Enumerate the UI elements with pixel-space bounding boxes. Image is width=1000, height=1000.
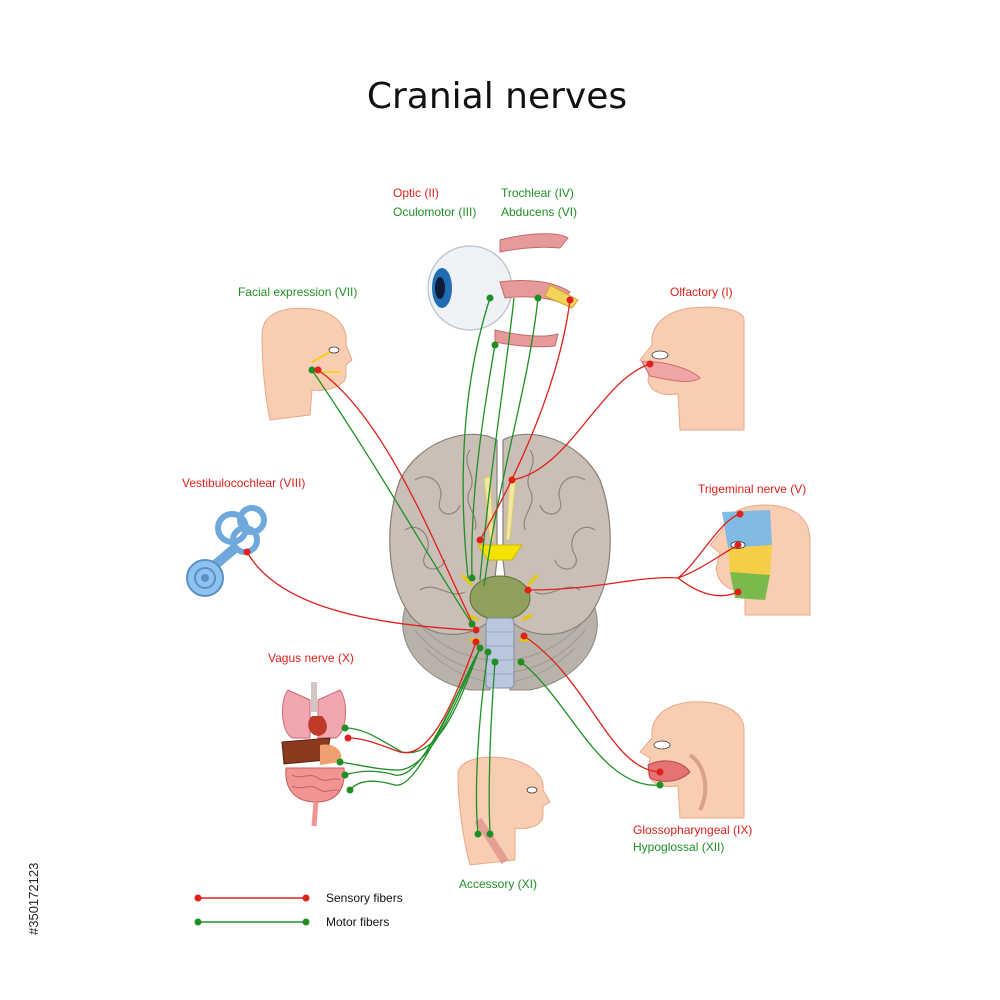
label-optic: Optic (II): [393, 186, 439, 200]
label-accessory: Accessory (XI): [459, 877, 537, 891]
pons: [469, 575, 531, 621]
legend: Sensory fibers Motor fibers: [194, 891, 403, 929]
label-trochlear: Trochlear (IV): [501, 186, 574, 200]
organs-illustration: [281, 682, 346, 827]
label-glossopharyngeal: Glossopharyngeal (IX): [633, 823, 752, 837]
legend-motor-label: Motor fibers: [326, 915, 389, 929]
olfactory-tract: [483, 475, 495, 541]
legend-sensory-label: Sensory fibers: [326, 891, 403, 905]
brain-illustration: [389, 433, 611, 691]
head-glossopharyngeal: [639, 701, 745, 819]
nerve-fibers: [246, 297, 741, 835]
label-abducens: Abducens (VI): [501, 205, 577, 219]
label-trigeminal: Trigeminal nerve (V): [698, 482, 806, 496]
label-olfactory: Olfactory (I): [670, 285, 733, 299]
label-vagus: Vagus nerve (X): [268, 651, 354, 665]
label-facial: Facial expression (VII): [238, 285, 357, 299]
heart-icon: [308, 716, 327, 736]
head-accessory: [457, 756, 551, 866]
nerve-endpoints: [243, 294, 744, 838]
label-oculomotor: Oculomotor (III): [393, 205, 476, 219]
head-olfactory: [639, 306, 745, 431]
eye-muscle-top: [499, 233, 569, 253]
diagram-title: Cranial nerves: [367, 76, 627, 117]
inner-ear-illustration: [186, 505, 267, 597]
label-vestibulocochlear: Vestibulocochlear (VIII): [182, 476, 305, 490]
head-facial: [261, 307, 353, 421]
eye-illustration: [427, 233, 579, 348]
stock-id: #350172123: [26, 863, 41, 935]
eye-muscle-bottom: [494, 329, 559, 348]
label-hypoglossal: Hypoglossal (XII): [633, 840, 724, 854]
head-trigeminal: [709, 504, 811, 616]
